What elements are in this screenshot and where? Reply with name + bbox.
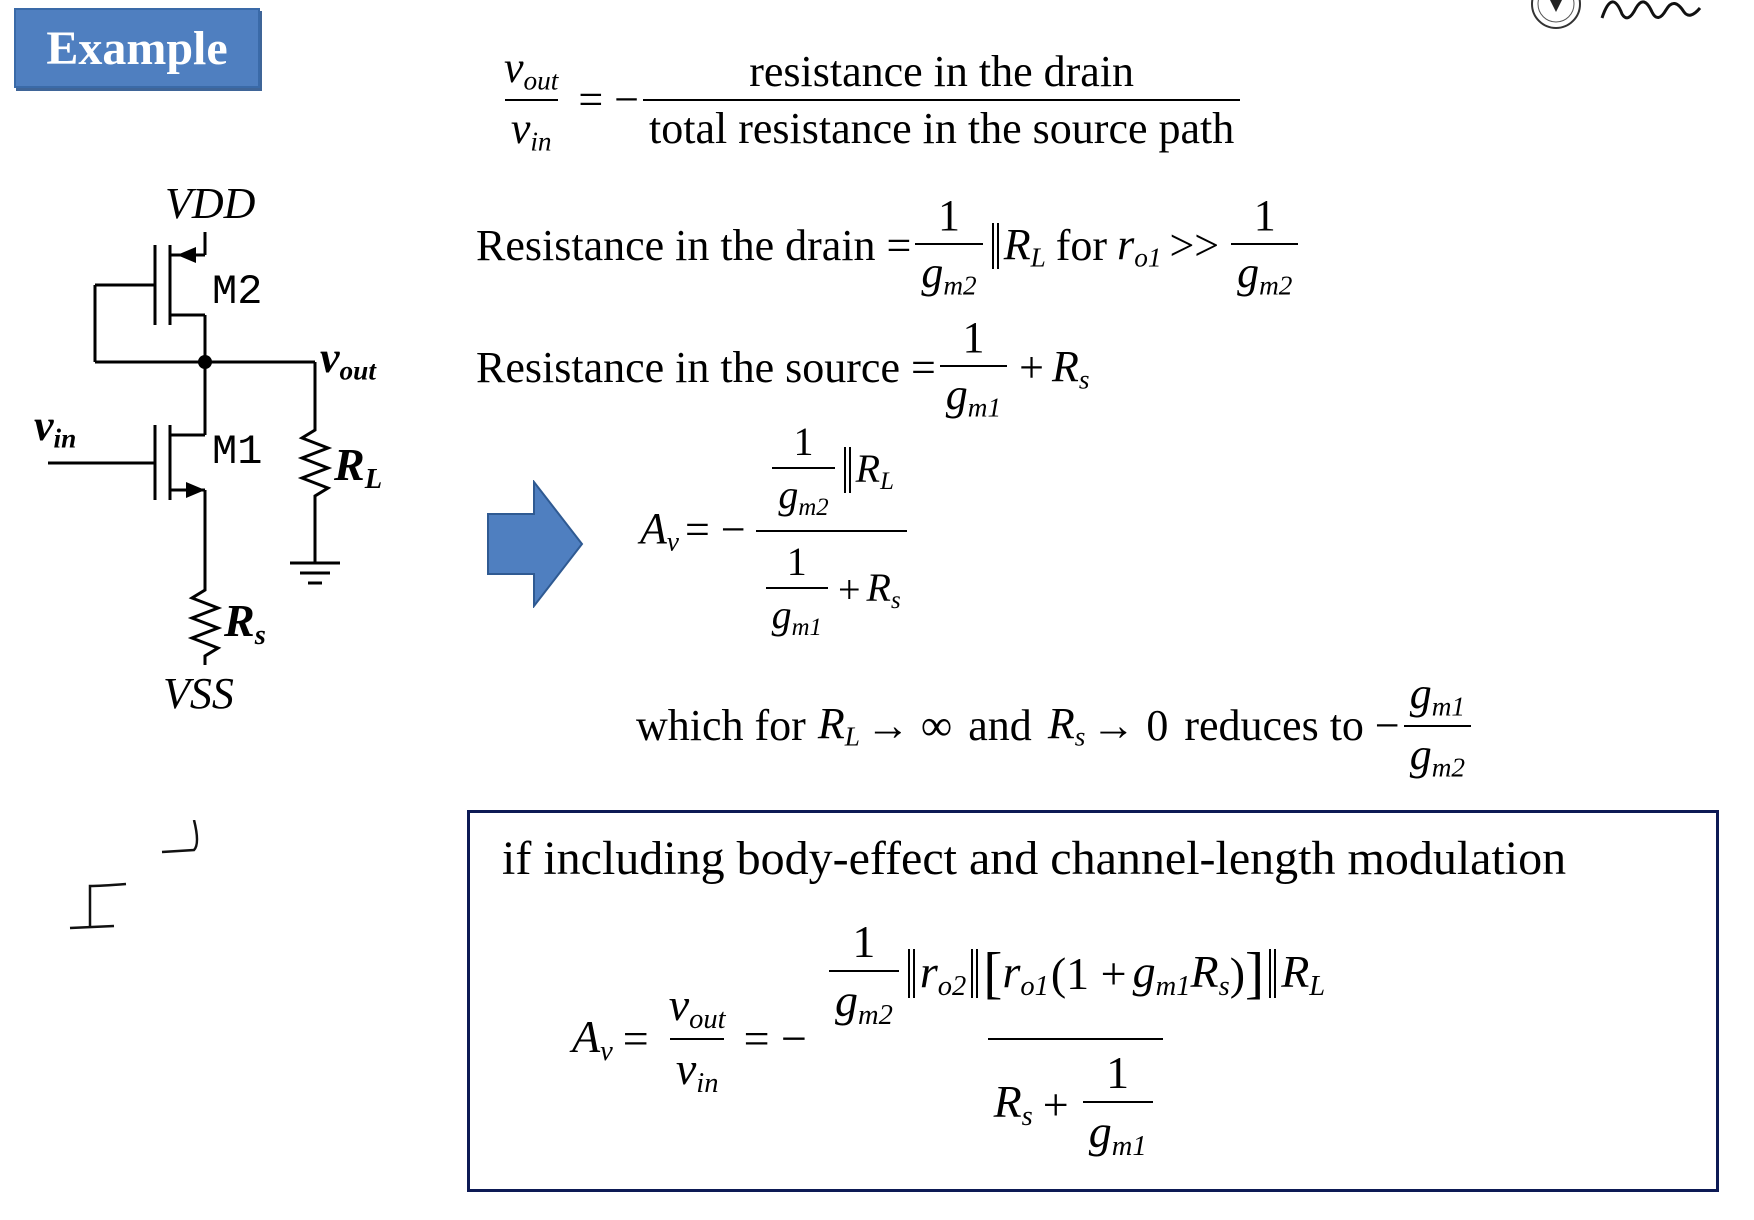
full-model-box: if including body-effect and channel-len… [467,810,1719,1192]
example-tag-label: Example [46,21,228,75]
full-model-title: if including body-effect and channel-len… [502,832,1567,885]
limit-statement: which for RL → ∞ and Rs → 0 reduces to −… [636,668,1475,783]
example-tag: Example [14,8,260,88]
m2-label: M2 [212,268,263,316]
source-resistance-equation: Resistance in the source = 1 gm1 + Rs [476,313,1090,423]
rl-label: RL [334,439,383,495]
result-arrow-icon [487,480,584,608]
rs-label: Rs [224,595,266,651]
university-logo [1531,0,1702,29]
gain-equation: Av = − 1 gm2 RL 1 gm1 + Rs [640,418,911,642]
full-model-equation: Av = vout vin = − 1 gm2 ro2 [ ro1 (1 + g… [572,916,1326,1162]
drain-resistance-equation: Resistance in the drain = 1 gm2 RL for r… [476,190,1302,302]
handwritten-marks [69,820,199,930]
gain-definition-equation: vout vin = − resistance in the drain tot… [494,42,1244,157]
vdd-label: VDD [165,179,256,228]
vss-label: VSS [163,669,234,718]
circuit-schematic [48,232,340,665]
m1-label: M1 [212,428,263,476]
vin-label: vin [34,401,77,454]
vout-label: vout [320,333,376,386]
